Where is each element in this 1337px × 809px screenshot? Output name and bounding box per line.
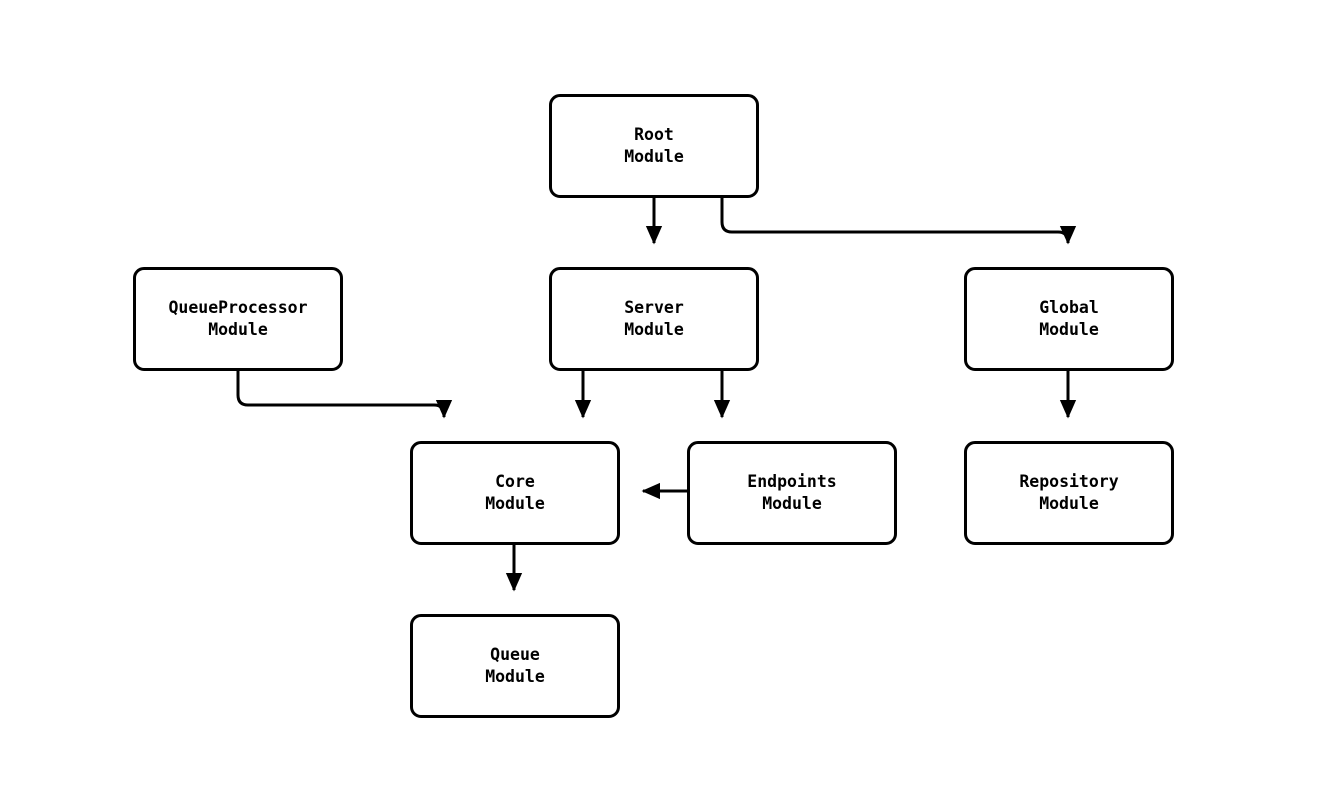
node-queueprocessor-subtitle: Module bbox=[208, 320, 268, 339]
edge-root-to-global bbox=[720, 198, 1077, 245]
node-root-title: Root bbox=[634, 125, 674, 144]
node-endpoints-subtitle: Module bbox=[762, 494, 822, 513]
node-server-subtitle: Module bbox=[624, 320, 684, 339]
node-server-title: Server bbox=[624, 298, 684, 317]
node-repository-subtitle: Module bbox=[1039, 494, 1099, 513]
node-queueprocessor-title: QueueProcessor bbox=[168, 298, 308, 317]
node-global-subtitle: Module bbox=[1039, 320, 1099, 339]
edge-queueprocessor-to-core bbox=[236, 371, 453, 419]
node-queue-title: Queue bbox=[490, 645, 540, 664]
node-core-title: Core bbox=[495, 472, 535, 491]
node-endpoints-title: Endpoints bbox=[747, 472, 837, 491]
node-repository-title: Repository bbox=[1019, 472, 1119, 491]
node-core-subtitle: Module bbox=[485, 494, 545, 513]
node-root-subtitle: Module bbox=[624, 147, 684, 166]
node-queue-subtitle: Module bbox=[485, 667, 545, 686]
edges-group bbox=[236, 198, 1077, 592]
node-global-title: Global bbox=[1039, 298, 1099, 317]
